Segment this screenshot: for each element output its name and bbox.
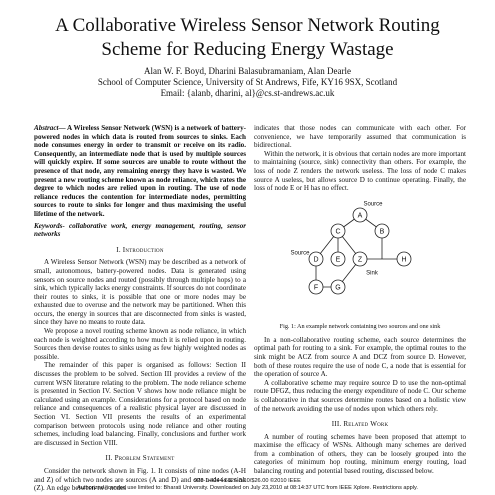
figure-caption: Fig. 1: An example network containing tw… <box>279 322 441 330</box>
right-column: indicates that those nodes can communica… <box>254 124 466 476</box>
intro-paragraph-2: We propose a novel routing scheme known … <box>34 327 246 361</box>
source-label-left: Source <box>290 250 310 256</box>
node-label-z: Z <box>358 256 363 263</box>
paper-title: A Collaborative Wireless Sensor Network … <box>0 14 495 62</box>
left-column: Abstract— A Wireless Sensor Network (WSN… <box>34 124 246 493</box>
problem-paragraph-1-cont: indicates that those nodes can communica… <box>254 124 466 150</box>
keywords-text: - collaborative work, energy management,… <box>34 221 246 239</box>
title-line-2: Scheme for Reducing Energy Wastage <box>101 39 394 60</box>
node-label-h: H <box>401 256 406 263</box>
figure-1: A B C D E F G H Z Source Source Sink <box>254 197 466 325</box>
title-line-1: A Collaborative Wireless Sensor Network … <box>55 15 440 36</box>
email: Email: {alanb, dharini, al}@cs.st-andrew… <box>160 88 335 98</box>
intro-paragraph-1: A Wireless Sensor Network (WSN) may be d… <box>34 258 246 327</box>
problem-paragraph-4: A collaborative scheme may require sourc… <box>254 378 466 413</box>
node-label-f: F <box>314 284 318 291</box>
node-label-d: D <box>313 256 318 263</box>
node-c <box>330 223 346 239</box>
section-heading-introduction: I. Introduction <box>116 245 164 254</box>
node-a <box>352 207 368 223</box>
author-block: Alan W. F. Boyd, Dharini Balasubramaniam… <box>0 66 495 99</box>
page-footer: 978-1-4244-6826-3/10/$26.00 ©2010 IEEE A… <box>0 478 495 491</box>
abstract-text: — A Wireless Sensor Network (WSN) is a n… <box>34 124 246 218</box>
node-label-a: A <box>358 212 363 219</box>
node-e <box>330 251 346 267</box>
abstract: Abstract— A Wireless Sensor Network (WSN… <box>34 124 246 219</box>
keywords: Keywords- collaborative work, energy man… <box>34 222 246 239</box>
abstract-label: Abstract <box>34 124 59 132</box>
affiliation: School of Computer Science, University o… <box>97 77 398 87</box>
copyright-line: 978-1-4244-6826-3/10/$26.00 ©2010 IEEE <box>194 478 301 484</box>
section-heading-related-work: III. Related Work <box>331 420 389 429</box>
node-label-b: B <box>380 228 385 235</box>
node-f <box>308 279 324 295</box>
problem-paragraph-3: In a non-collaborative routing scheme, e… <box>254 335 466 379</box>
author-names: Alan W. F. Boyd, Dharini Balasubramaniam… <box>144 66 351 76</box>
problem-paragraph-2: Within the network, it is obvious that c… <box>254 149 466 193</box>
node-d <box>308 251 324 267</box>
problem-paragraph-1: Consider the network shown in Fig. 1. It… <box>34 466 246 493</box>
node-h <box>396 251 412 267</box>
network-diagram: A B C D E F G H Z Source Source Sink <box>290 201 412 295</box>
node-g <box>330 279 346 295</box>
node-label-c: C <box>335 228 340 235</box>
node-label-g: G <box>335 284 340 291</box>
related-paragraph-1: A number of routing schemes have been pr… <box>254 432 466 476</box>
source-label-top: Source <box>363 201 383 207</box>
keywords-label: Keywords <box>34 221 63 230</box>
sink-label: Sink <box>366 270 379 276</box>
license-line: Authorized licensed use limited to: Bhar… <box>77 484 418 491</box>
intro-paragraph-3: The remainder of this paper is organised… <box>34 361 246 447</box>
section-heading-problem: II. Problem Statement <box>105 454 175 463</box>
node-b <box>374 223 390 239</box>
node-z <box>352 251 368 267</box>
node-label-e: E <box>336 256 341 263</box>
